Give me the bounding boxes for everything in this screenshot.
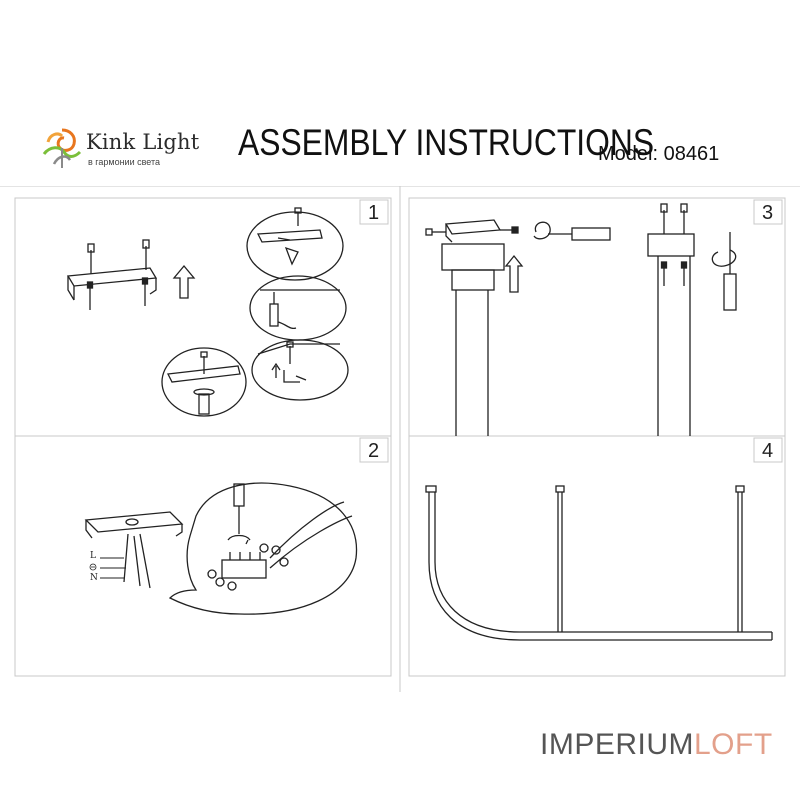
ceiling-mount-icon	[425, 485, 437, 493]
step-number-2: 2	[359, 437, 389, 463]
zoom-detail-plug	[249, 275, 347, 341]
step-1-illustration	[66, 207, 349, 417]
screwdriver-icon	[571, 227, 611, 241]
panel-right-border	[408, 197, 786, 677]
brand-tagline: в гармонии света	[88, 157, 161, 167]
terminal-block-icon	[221, 559, 267, 579]
ground-symbol-icon	[89, 563, 97, 571]
wire-label-neutral: N	[90, 573, 98, 583]
zoom-detail-bracket	[246, 211, 344, 281]
footer-brand: IMPERIUMLOFT	[540, 728, 773, 762]
bracket-icon	[444, 219, 502, 235]
zoom-detail-screwdriver	[161, 347, 247, 417]
step-3-illustration	[425, 203, 737, 436]
instruction-sheet: 1 2 3 4	[0, 186, 800, 692]
step-number-3-text: 3	[762, 202, 773, 224]
screwdriver-icon	[723, 273, 737, 311]
brand-name: Kink Light	[86, 130, 200, 154]
rotate-arrow-icon	[533, 221, 551, 240]
screwdriver-icon	[198, 393, 210, 415]
kink-light-logo-icon	[42, 128, 82, 168]
step-4-illustration	[425, 485, 773, 641]
up-arrow-icon	[172, 264, 196, 299]
screw-icon	[86, 239, 150, 310]
step-number-1-text: 1	[368, 202, 379, 224]
wire-label-live: L	[90, 551, 96, 561]
zoom-detail-terminal	[168, 482, 358, 615]
step-number-4: 4	[753, 437, 783, 463]
lamp-profile-outer	[428, 492, 772, 641]
screwdriver-icon	[233, 483, 245, 507]
brand-logo: Kink Light в гармонии света	[40, 124, 210, 170]
footer-brand-part1: IMPERIUM	[540, 728, 694, 761]
up-arrow-icon	[504, 254, 524, 293]
lamp-profile-inner	[434, 492, 772, 633]
step-2-illustration	[84, 482, 358, 615]
model-number: Model: 08461	[598, 143, 720, 165]
step-number-2-text: 2	[368, 440, 379, 462]
panel-left-border	[14, 197, 392, 677]
step-number-4-text: 4	[762, 440, 773, 462]
ceiling-mount-icon	[555, 485, 565, 493]
step-number-3: 3	[753, 199, 783, 225]
page-title: ASSEMBLY INSTRUCTIONS	[238, 122, 655, 163]
step-number-1: 1	[359, 199, 389, 225]
ceiling-bracket-icon	[84, 511, 184, 533]
ceiling-mount-icon	[735, 485, 745, 493]
screw-icon	[660, 203, 688, 286]
zoom-detail-hook	[251, 339, 349, 401]
footer-brand-part2: LOFT	[694, 728, 773, 761]
rotate-arrow-icon	[711, 249, 737, 267]
